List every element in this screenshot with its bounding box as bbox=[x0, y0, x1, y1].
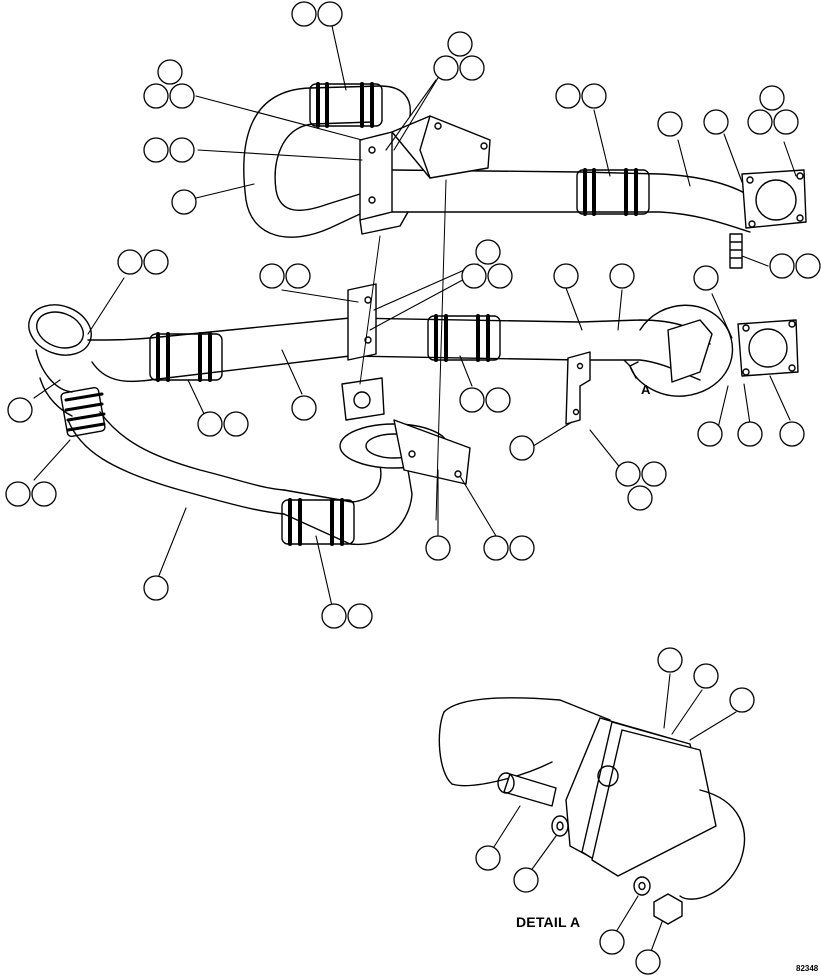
middle-center-clamp bbox=[427, 315, 501, 361]
lower-pipe-run bbox=[60, 377, 471, 546]
detail-a-label: DETAIL A bbox=[516, 914, 581, 930]
upper-right-clamp bbox=[576, 169, 650, 215]
upper-pipe-run bbox=[243, 82, 807, 269]
middle-left-clamp bbox=[149, 333, 223, 381]
figure-id: 82348 bbox=[796, 964, 819, 973]
detail-a-view bbox=[438, 697, 746, 925]
callout-balloons bbox=[5, 1, 821, 975]
middle-right-flange bbox=[737, 319, 799, 377]
middle-pipe-run bbox=[28, 283, 799, 425]
upper-clamp-coupling bbox=[309, 83, 383, 127]
y-piece-coupling bbox=[60, 386, 106, 438]
callout-leaders bbox=[33, 25, 797, 955]
detail-view-marker: A bbox=[641, 382, 651, 397]
